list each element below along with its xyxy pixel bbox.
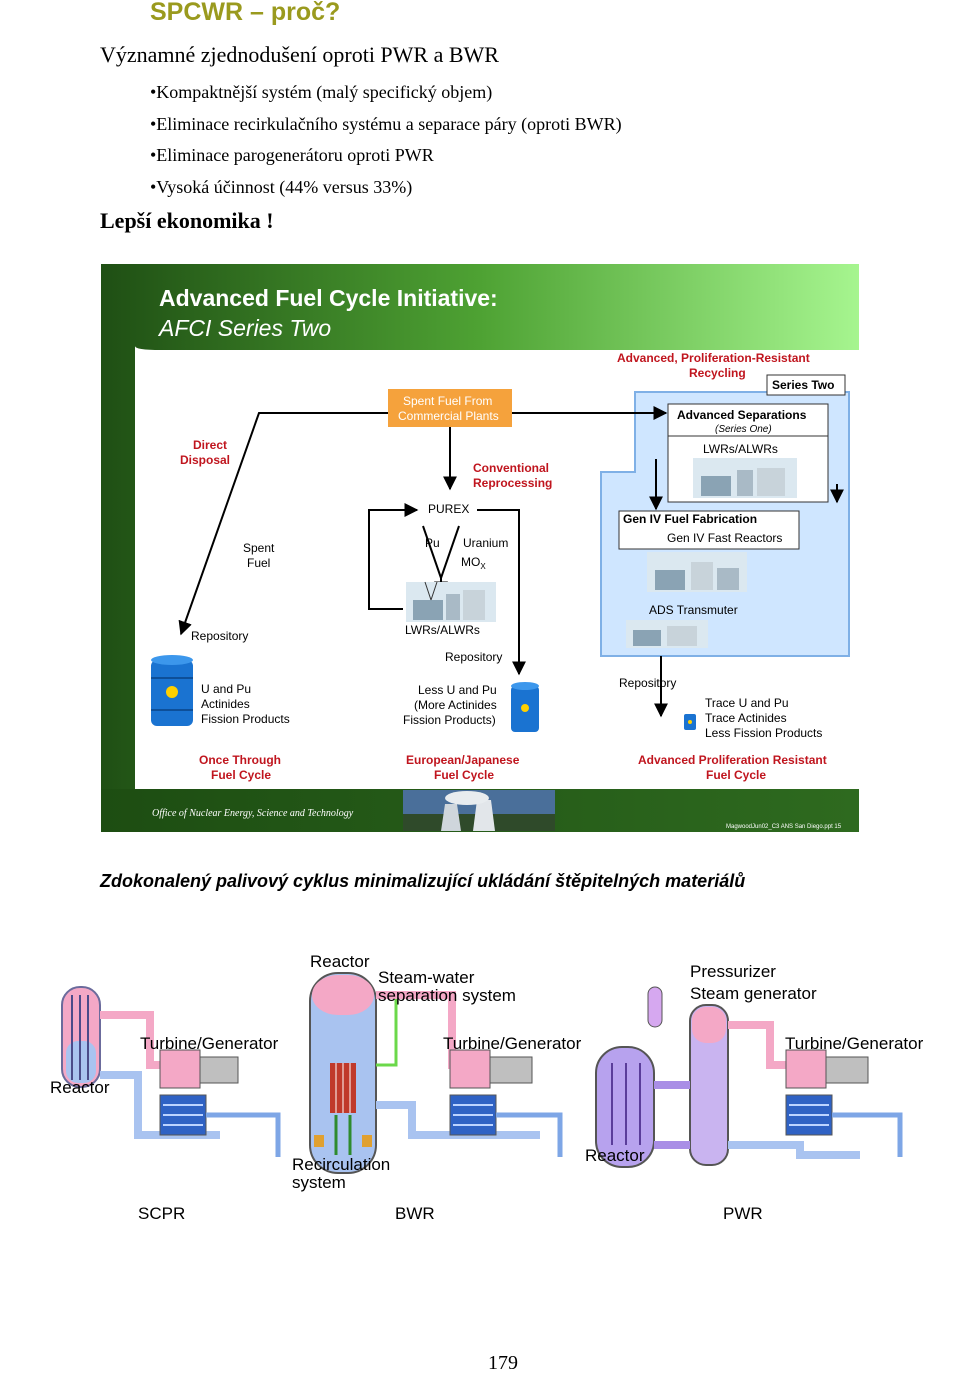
footer-office: Office of Nuclear Energy, Science and Te…	[152, 808, 354, 819]
spent-fuel-label: Fuel	[247, 556, 270, 570]
direct-disposal-label: Direct	[193, 438, 227, 452]
waste-barrel-icon	[151, 655, 193, 726]
bwr-steam-label: separation system	[378, 986, 516, 1005]
bwr-recirc-label: system	[292, 1173, 346, 1192]
direct-disposal-arrow	[178, 412, 388, 636]
slide-title: Advanced Fuel Cycle Initiative:	[159, 285, 498, 311]
bullet-item: •Vysoká účinnost (44% versus 33%)	[150, 177, 413, 197]
conventional-label: Conventional	[473, 461, 549, 475]
spent-fuel-source-label: Commercial Plants	[398, 409, 499, 423]
series-one-label: (Series One)	[715, 424, 772, 435]
mid-waste-label: (More Actinides	[414, 698, 497, 712]
purex-loop	[368, 509, 411, 610]
left-waste-label: U and Pu	[201, 682, 251, 696]
recycling-label: Advanced, Proliferation-Resistant	[617, 351, 810, 365]
bwr-recirc-label: Recirculation	[292, 1155, 390, 1174]
scpr-diagram	[61, 986, 281, 1157]
conclusion: Lepší ekonomika !	[100, 208, 274, 233]
waste-barrel-icon	[511, 682, 539, 732]
series-two-tab	[766, 374, 846, 396]
figure-caption: Zdokonalený palivový cyklus minimalizují…	[100, 871, 746, 891]
bullet-item: •Kompaktnější systém (malý specifický ob…	[150, 82, 493, 102]
afci-slide: Advanced Fuel Cycle Initiative: AFCI Ser…	[101, 264, 859, 832]
subtitle: Významné zjednodušení oproti PWR a BWR	[100, 42, 499, 67]
right-repository-label: Repository	[619, 676, 676, 690]
ads-plant-image	[626, 620, 708, 648]
gen4-plant-image	[647, 552, 747, 592]
purex-label: PUREX	[428, 502, 469, 516]
bwr-turbine-label: Turbine/Generator	[443, 1034, 582, 1053]
uranium-label: Uranium	[463, 536, 508, 550]
gen4-fabrication-label: Gen IV Fuel Fabrication	[623, 512, 757, 526]
cycle-label-right: Advanced Proliferation Resistant	[638, 753, 827, 767]
bwr-reactor-label: Reactor	[310, 952, 370, 971]
bullet-item: •Eliminace parogenerátoru oproti PWR	[150, 145, 434, 165]
conventional-label: Reprocessing	[473, 476, 552, 490]
advanced-separations-label: Advanced Separations	[677, 408, 807, 422]
lwr-plant-image	[406, 581, 496, 622]
direct-disposal-label: Disposal	[180, 453, 230, 467]
right-waste-label: Less Fission Products	[705, 726, 822, 740]
scpr-label: SCPR	[138, 1204, 185, 1223]
cycle-label-left: Fuel Cycle	[211, 768, 271, 782]
spent-fuel-source-label: Spent Fuel From	[403, 394, 492, 408]
slide-subtitle: AFCI Series Two	[157, 315, 331, 341]
bwr-label: BWR	[395, 1204, 435, 1223]
lwr-plant-label: LWRs/ALWRs	[405, 623, 480, 637]
left-repository-label: Repository	[191, 629, 248, 643]
footer-photo	[403, 790, 555, 831]
right-waste-label: Trace U and Pu	[705, 696, 789, 710]
mid-waste-label: Fission Products)	[403, 713, 496, 727]
mid-repository-label: Repository	[445, 650, 502, 664]
mid-waste-label: Less U and Pu	[418, 683, 497, 697]
advanced-separations-box	[667, 403, 829, 437]
left-waste-label: Actinides	[201, 697, 250, 711]
cycle-label-right: Fuel Cycle	[706, 768, 766, 782]
bwr-diagram	[309, 972, 563, 1174]
pu-label: Pu	[425, 536, 440, 550]
cycle-label-mid: European/Japanese	[406, 753, 520, 767]
pwr-turbine-label: Turbine/Generator	[785, 1034, 924, 1053]
gen4-reactors-label: Gen IV Fast Reactors	[667, 531, 782, 545]
cycle-label-left: Once Through	[199, 753, 281, 767]
page-number: 179	[488, 1352, 518, 1374]
scpr-reactor-label: Reactor	[50, 1078, 110, 1097]
page-title: SPCWR – proč?	[150, 0, 341, 26]
scpr-turbine-label: Turbine/Generator	[140, 1034, 279, 1053]
gen4-fabrication-box	[618, 510, 800, 550]
left-waste-label: Fission Products	[201, 712, 290, 726]
pwr-diagram	[595, 986, 903, 1168]
ads-label: ADS Transmuter	[649, 603, 738, 617]
series-two-label: Series Two	[772, 378, 834, 392]
lwr-right-label: LWRs/ALWRs	[703, 442, 778, 456]
pu-line	[422, 525, 442, 579]
pwr-reactor-label: Reactor	[585, 1146, 645, 1165]
footer-reference: MagwoodJun02_C3 ANS San Diego.ppt 15	[726, 824, 842, 830]
lwr-plant-image	[693, 458, 797, 498]
spent-fuel-source-box	[388, 389, 512, 427]
reactor-comparison-figure: Turbine/Generator Reactor SCPR Reactor S…	[50, 952, 924, 1223]
bullet-item: •Eliminace recirkulačního systému a sepa…	[150, 114, 622, 134]
uranium-line	[440, 525, 460, 579]
bwr-steam-label: Steam-water	[378, 968, 475, 987]
pwr-steamgen-label: Steam generator	[690, 984, 817, 1003]
mid-repository-arrow	[477, 509, 526, 676]
spent-fuel-label: Spent	[243, 541, 275, 555]
recycling-label: Recycling	[689, 366, 746, 380]
pwr-label: PWR	[723, 1204, 763, 1223]
cycle-label-mid: Fuel Cycle	[434, 768, 494, 782]
pwr-pressurizer-label: Pressurizer	[690, 962, 776, 981]
mox-label: MOX	[461, 555, 486, 571]
right-waste-label: Trace Actinides	[705, 711, 787, 725]
waste-barrel-icon	[684, 714, 696, 730]
